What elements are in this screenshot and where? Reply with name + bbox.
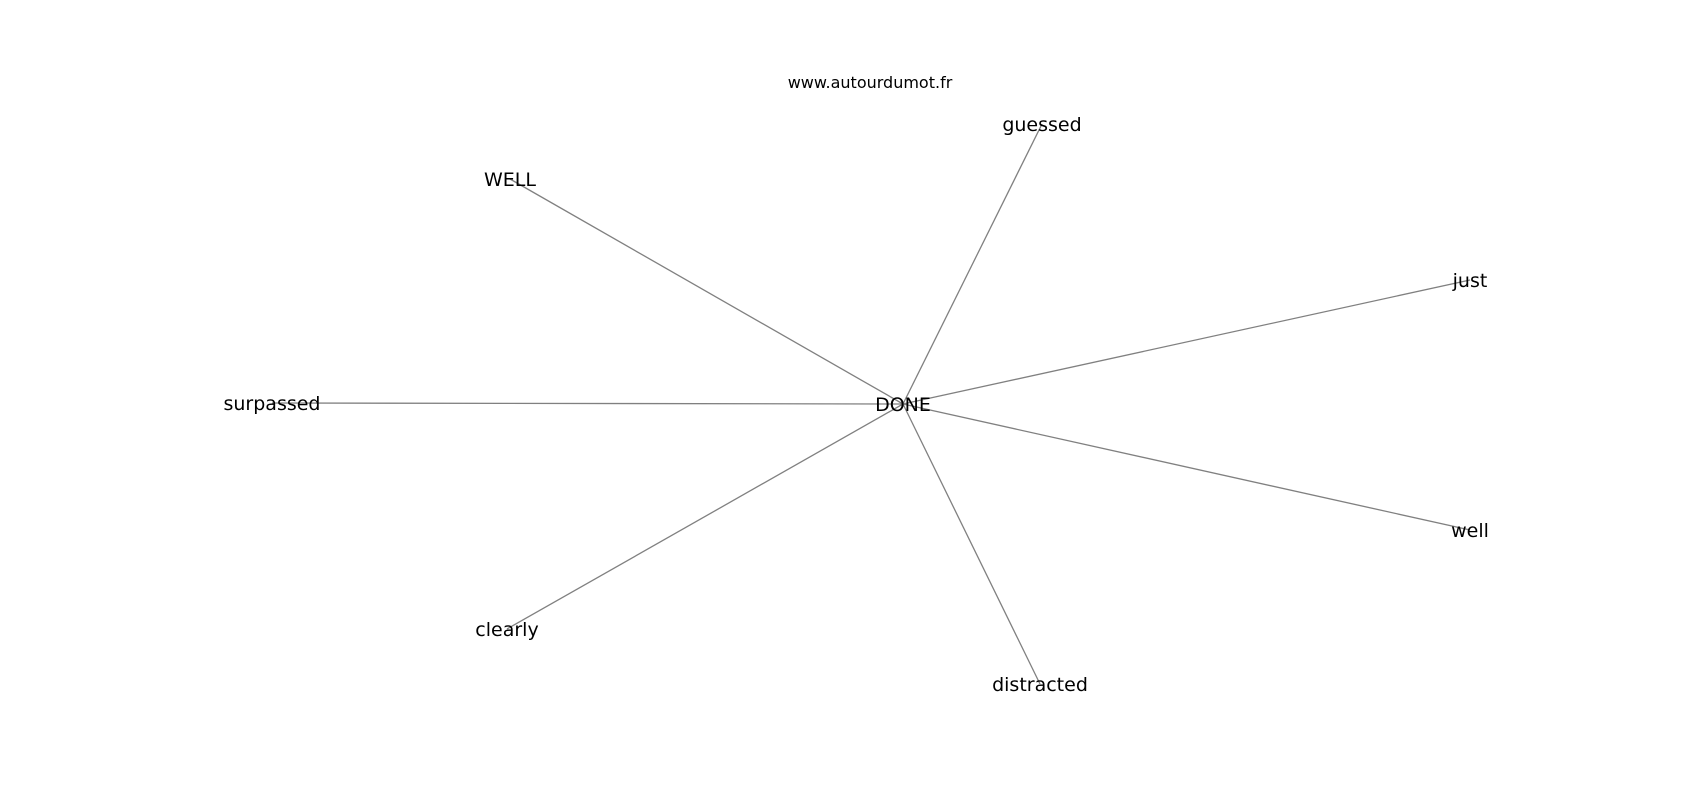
- node-label-clearly: clearly: [475, 619, 538, 641]
- edge-done-clearly: [506, 403, 904, 630]
- edge-done-just: [902, 279, 1471, 405]
- node-label-well-upper: WELL: [484, 169, 536, 191]
- node-label-surpassed: surpassed: [223, 393, 320, 415]
- edge-done-guessed: [902, 123, 1043, 405]
- edge-done-well: [902, 403, 1471, 531]
- edge-done-well: [509, 178, 904, 405]
- node-label-just: just: [1452, 270, 1488, 292]
- node-label-done: DONE: [875, 394, 931, 416]
- graph-edges: [271, 123, 1471, 685]
- edge-done-distracted: [902, 403, 1041, 685]
- watermark-text: www.autourdumot.fr: [788, 73, 953, 92]
- node-label-guessed: guessed: [1002, 114, 1081, 136]
- node-label-distracted: distracted: [992, 674, 1088, 696]
- edge-done-surpassed: [271, 402, 904, 405]
- node-label-well: well: [1451, 520, 1489, 542]
